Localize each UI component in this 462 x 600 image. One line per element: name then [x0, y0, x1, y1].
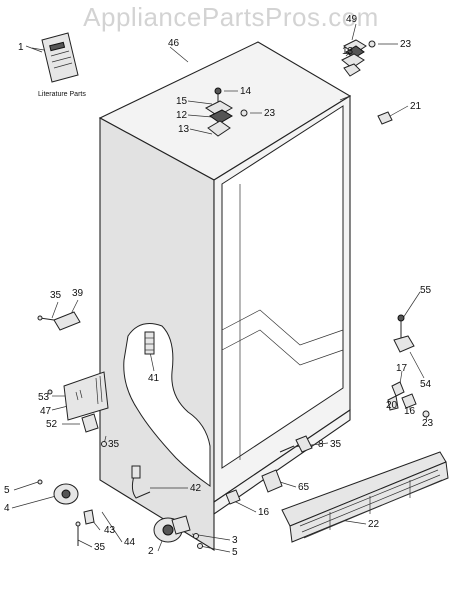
callout-13-center: 13 — [178, 124, 190, 135]
callout-42: 42 — [190, 483, 202, 494]
callout-35-right: 35 — [330, 439, 342, 450]
top-hinge-center — [205, 87, 248, 137]
callout-39: 39 — [72, 288, 84, 299]
callout-41: 41 — [148, 373, 160, 384]
callout-44: 44 — [124, 537, 136, 548]
hardware-right — [387, 381, 430, 418]
callout-16-bottom: 16 — [258, 507, 270, 518]
toe-grille-22 — [281, 451, 449, 543]
top-hinge-right — [341, 39, 376, 77]
roller-assembly-4 — [37, 479, 79, 505]
callout-5-bottom: 5 — [232, 547, 238, 558]
callout-54: 54 — [420, 379, 432, 390]
part-41 — [144, 331, 155, 355]
callout-14: 14 — [240, 86, 252, 97]
literature-parts-label: Literature Parts — [38, 91, 86, 98]
callout-21: 21 — [410, 101, 422, 112]
callout-17: 17 — [396, 363, 408, 374]
callout-49: 49 — [346, 14, 358, 25]
watermark: AppliancePartsPros.com — [83, 2, 379, 32]
bracket-39 — [37, 311, 81, 331]
roller-assembly-2 — [153, 515, 203, 549]
part-65 — [261, 469, 283, 493]
callout-15: 15 — [176, 96, 188, 107]
rear-panel-53-47 — [47, 371, 109, 421]
callout-1: 1 — [18, 42, 24, 53]
callout-4: 4 — [4, 503, 10, 514]
callout-55: 55 — [420, 285, 432, 296]
refrigerator-cabinet — [98, 41, 352, 551]
callout-20: 20 — [386, 400, 398, 411]
callout-22: 22 — [368, 519, 380, 530]
callout-53: 53 — [38, 392, 50, 403]
part-52 — [81, 413, 107, 447]
callout-35-center: 35 — [108, 439, 120, 450]
clip-21 — [377, 111, 393, 125]
part-54-55 — [393, 314, 415, 353]
callout-35-bottom: 35 — [94, 542, 106, 553]
callout-5-left: 5 — [4, 485, 10, 496]
callout-3: 3 — [232, 535, 238, 546]
callout-labels: 1 46 49 13 23 14 15 12 23 13 21 35 39 55… — [4, 14, 434, 558]
literature-parts-booklet — [31, 32, 79, 83]
callout-2: 2 — [148, 546, 154, 557]
callout-35-left: 35 — [50, 290, 62, 301]
callout-43: 43 — [104, 525, 116, 536]
callout-16-right: 16 — [404, 406, 416, 417]
callout-65: 65 — [298, 482, 310, 493]
hardware-bottom-left — [75, 509, 95, 546]
callout-46: 46 — [168, 38, 180, 49]
callout-8: 8 — [318, 439, 324, 450]
screw-35-right — [279, 445, 295, 453]
part-16-bottom — [225, 489, 241, 505]
callout-23-top: 23 — [400, 39, 412, 50]
callout-52: 52 — [46, 419, 58, 430]
callout-12: 12 — [176, 110, 188, 121]
callout-23-right: 23 — [422, 418, 434, 429]
callout-23-center: 23 — [264, 108, 276, 119]
callout-13-top: 13 — [342, 46, 354, 57]
drain-tube-42 — [131, 465, 151, 499]
callout-47: 47 — [40, 406, 52, 417]
part-8 — [295, 435, 313, 453]
